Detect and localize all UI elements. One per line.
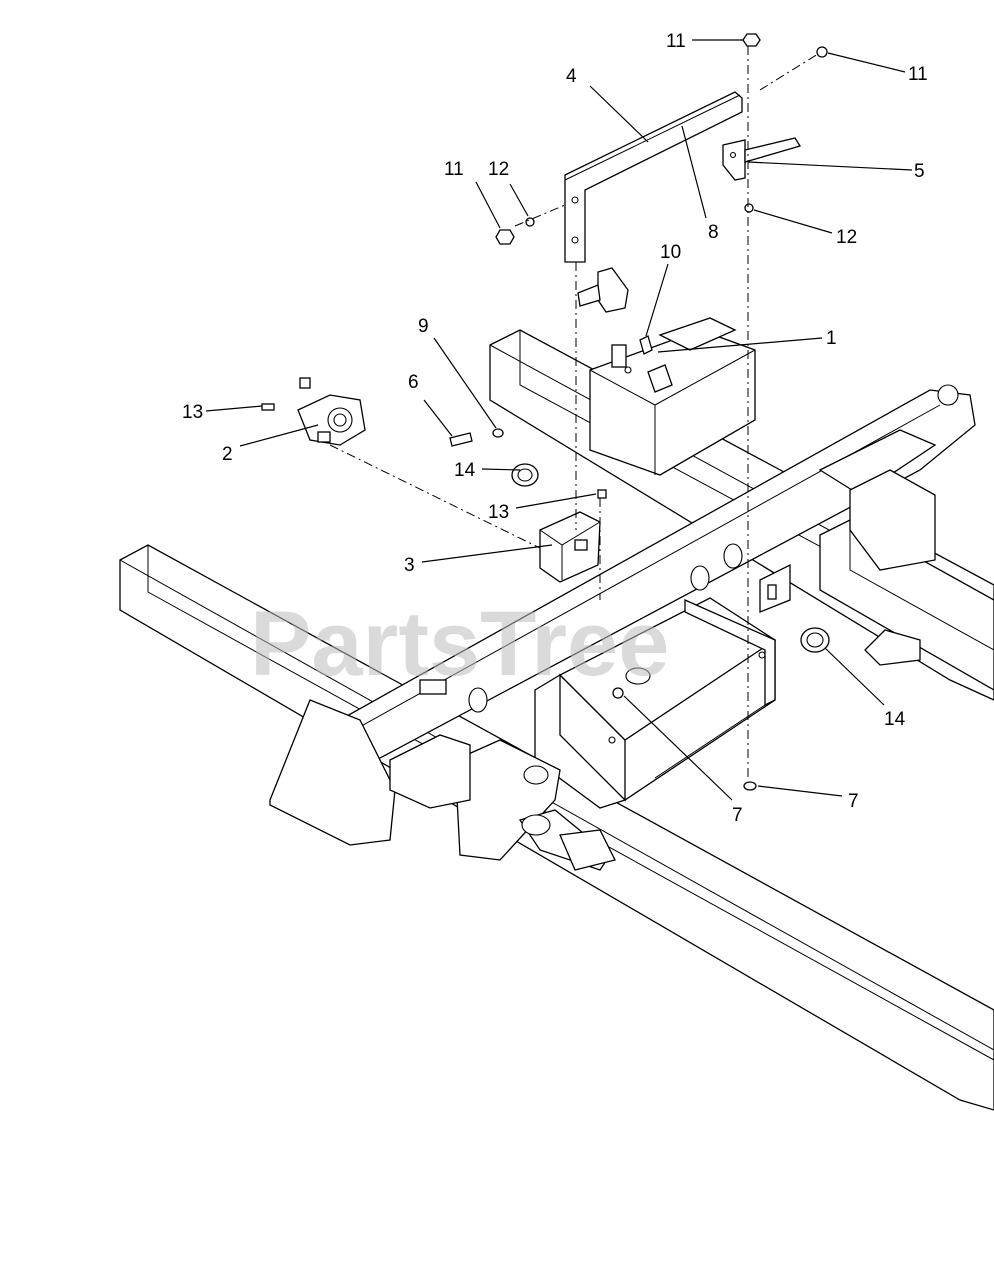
solenoid [297, 377, 366, 446]
callout-12-right: 12 [836, 227, 857, 248]
assembly-lines [329, 46, 819, 780]
hold-down-bracket [564, 91, 743, 263]
callout-11-left: 11 [444, 159, 464, 180]
callout-10: 10 [660, 242, 681, 263]
callout-13-left: 13 [182, 402, 203, 423]
leader-lines [205, 39, 913, 801]
callout-14-top: 14 [454, 460, 476, 481]
callout-6: 6 [408, 372, 419, 393]
callout-11-right: 11 [908, 64, 928, 85]
callout-2: 2 [222, 444, 233, 465]
callout-14-right: 14 [884, 709, 906, 730]
callout-12-left: 12 [488, 159, 509, 180]
callout-13-mid: 13 [488, 502, 509, 523]
watermark: PartsTree [250, 593, 669, 695]
callout-5: 5 [914, 161, 925, 182]
callout-1: 1 [826, 328, 837, 349]
callout-3: 3 [404, 555, 415, 576]
fasteners [261, 33, 828, 791]
terminal-cover [577, 267, 629, 313]
relay-module [539, 511, 601, 583]
callout-11-top: 11 [666, 31, 686, 52]
callout-9: 9 [418, 316, 429, 337]
callout-8: 8 [708, 222, 719, 243]
callout-7-right: 7 [848, 791, 859, 812]
battery [589, 317, 756, 476]
callouts: 11 11 4 5 11 12 8 12 10 1 9 6 13 2 14 13… [182, 31, 928, 826]
frame-brackets [269, 469, 936, 871]
small-bracket [722, 137, 802, 181]
callout-4: 4 [566, 66, 577, 87]
cross-member [294, 384, 976, 791]
callout-7-left: 7 [732, 805, 743, 826]
battery-tray [534, 597, 777, 809]
